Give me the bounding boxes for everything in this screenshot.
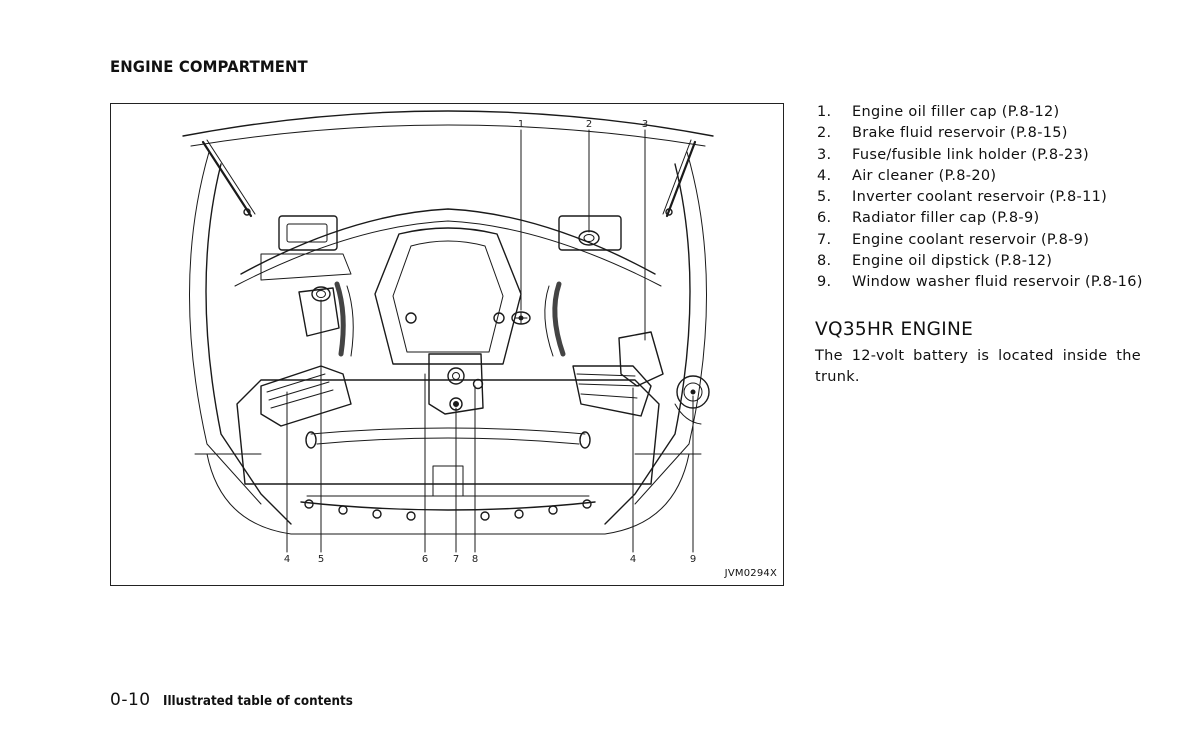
engine-illustration	[182, 110, 714, 553]
engine-compartment-figure: 1 2 3 4 5 6 7 8 4 9 JVM0294X	[110, 103, 784, 586]
callout-4-left: 4	[283, 554, 291, 565]
callout-2: 2	[585, 119, 593, 130]
legend-number: 3.	[817, 146, 832, 163]
legend-text: Engine oil dipstick (P.8-12)	[852, 253, 1053, 270]
callout-9: 9	[689, 554, 697, 565]
footer-title: Illustrated table of contents	[162, 694, 353, 709]
legend-item: 3. Fuse/fusible link holder (P.8-23)	[815, 145, 1145, 166]
legend-number: 6.	[817, 210, 832, 227]
callout-5: 5	[317, 554, 325, 565]
legend-item: 2. Brake fluid reservoir (P.8-15)	[815, 123, 1145, 144]
legend-number: 9.	[817, 274, 832, 291]
callout-8: 8	[471, 554, 479, 565]
legend-number: 5.	[817, 189, 832, 206]
section-heading: ENGINE COMPARTMENT	[110, 57, 308, 76]
legend-number: 7.	[817, 231, 832, 248]
legend-item: 1. Engine oil filler cap (P.8-12)	[815, 102, 1145, 123]
legend-text: Radiator filler cap (P.8-9)	[852, 210, 1040, 227]
legend-item: 7. Engine coolant reservoir (P.8-9)	[815, 230, 1145, 251]
page-footer: 0-10 Illustrated table of contents	[110, 690, 369, 710]
legend-item: 8. Engine oil dipstick (P.8-12)	[815, 251, 1145, 272]
legend-text: Window washer fluid reservoir (P.8-16)	[852, 274, 1143, 291]
page-number: 0-10	[110, 690, 151, 710]
callout-1: 1	[517, 119, 525, 130]
legend-text: Air cleaner (P.8-20)	[852, 167, 997, 184]
legend-text: Fuse/fusible link holder (P.8-23)	[852, 146, 1089, 163]
legend-number: 8.	[817, 253, 832, 270]
legend-text: Engine coolant reservoir (P.8-9)	[852, 231, 1090, 248]
sub-heading: VQ35HR ENGINE	[815, 319, 974, 340]
callout-6: 6	[421, 554, 429, 565]
legend-text: Engine oil filler cap (P.8-12)	[852, 104, 1060, 120]
legend-text: Brake fluid reservoir (P.8-15)	[852, 125, 1068, 142]
callout-3: 3	[641, 119, 649, 130]
legend-number: 2.	[817, 125, 832, 142]
legend-item: 5. Inverter coolant reservoir (P.8-11)	[815, 187, 1145, 208]
legend-number: 4.	[817, 167, 832, 184]
legend-item: 4. Air cleaner (P.8-20)	[815, 166, 1145, 187]
battery-note: The 12-volt battery is located inside th…	[815, 348, 1141, 385]
legend-item: 9. Window washer fluid reservoir (P.8-16)	[815, 272, 1145, 293]
callout-7: 7	[452, 554, 460, 565]
legend-text: Inverter coolant reservoir (P.8-11)	[852, 189, 1108, 206]
legend-list: 1. Engine oil filler cap (P.8-12) 2. Brake…	[815, 102, 1145, 294]
figure-code: JVM0294X	[724, 568, 777, 579]
legend-item: 6. Radiator filler cap (P.8-9)	[815, 208, 1145, 229]
callout-4-right: 4	[629, 554, 637, 565]
legend-number: 1.	[817, 104, 832, 120]
